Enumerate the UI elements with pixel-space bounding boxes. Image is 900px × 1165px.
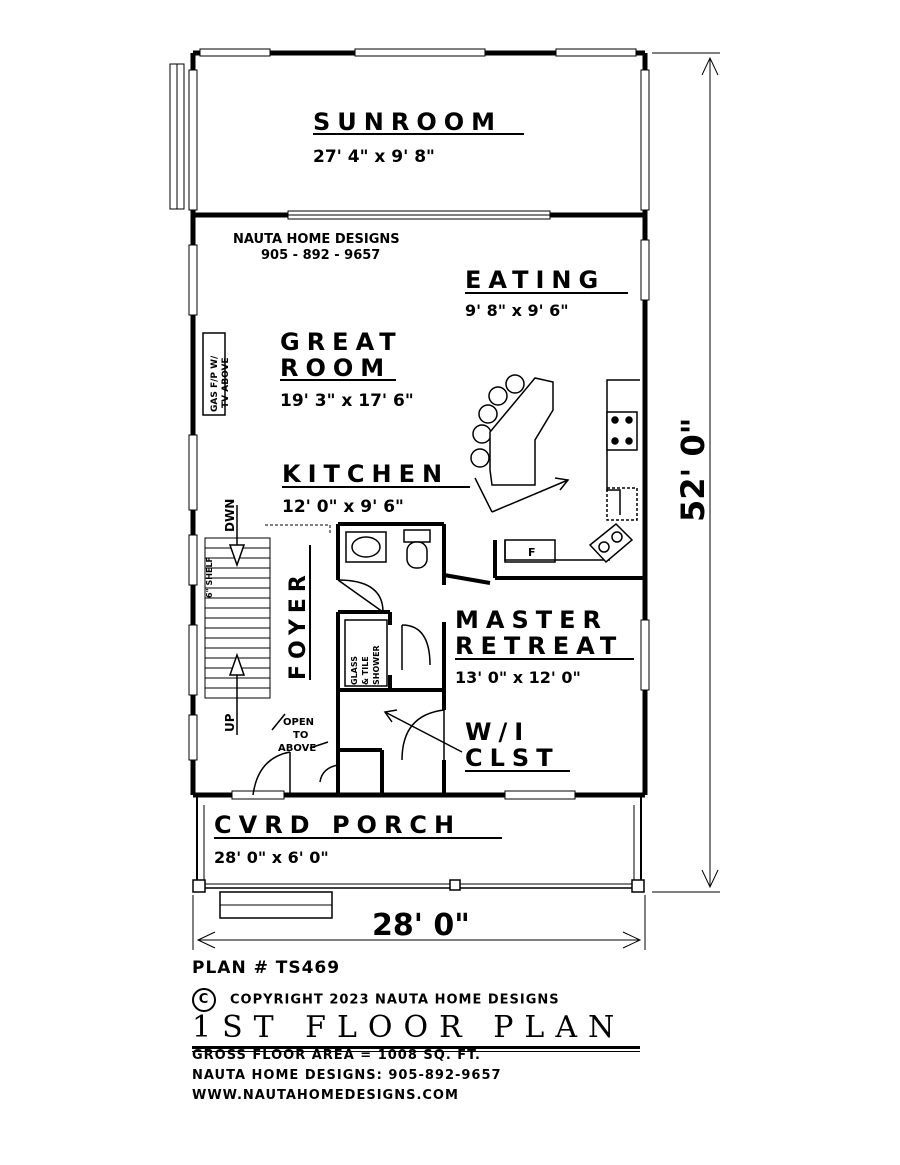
great-room-name-line1: GREAT	[280, 328, 403, 356]
porch-name: CVRD PORCH	[214, 811, 461, 839]
open-arrow	[271, 713, 286, 731]
company-website: WWW.NAUTAHOMEDESIGNS.COM	[192, 1088, 459, 1103]
floor-plan-title-underline	[192, 1046, 640, 1052]
kitchen-name: KITCHEN	[282, 460, 449, 488]
gross-floor-area: GROSS FLOOR AREA = 1008 SQ. FT.	[192, 1048, 481, 1063]
fireplace-label-line2: TV ABOVE	[221, 357, 231, 408]
master-retreat-name-line1: MASTER	[455, 606, 608, 634]
closet-arrowhead	[383, 709, 398, 723]
staircase	[204, 505, 331, 735]
open-arrow-2	[309, 741, 329, 749]
fridge-label: F	[528, 546, 536, 559]
shower-label-line1: GLASS	[350, 656, 359, 685]
copyright-text: COPYRIGHT 2023 NAUTA HOME DESIGNS	[230, 992, 560, 1008]
copyright-line: C COPYRIGHT 2023 NAUTA HOME DESIGNS	[192, 988, 560, 1012]
company-phone: NAUTA HOME DESIGNS: 905-892-9657	[192, 1068, 502, 1083]
great-room-name-line2: ROOM	[280, 354, 391, 382]
door-swings	[252, 579, 445, 796]
bathroom-fixtures	[344, 529, 431, 687]
eating-size: 9' 8" x 9' 6"	[465, 301, 569, 320]
closet-name-line2: CLST	[465, 744, 560, 772]
house-walls	[188, 215, 650, 800]
porch	[192, 795, 645, 919]
stairs-up-label: UP	[223, 713, 237, 732]
plan-number: PLAN # TS469	[192, 958, 341, 978]
great-room-size: 19' 3" x 17' 6"	[280, 391, 414, 411]
company-name-label: NAUTA HOME DESIGNS	[233, 232, 400, 247]
shower-label-line3: SHOWER	[372, 645, 381, 685]
dimension-lines	[192, 52, 720, 950]
foyer-name: FOYER	[286, 569, 311, 680]
sunroom-walls	[169, 48, 650, 220]
open-to-above-line2: TO	[293, 730, 308, 741]
fireplace-label-line1: GAS F/P W/	[210, 355, 220, 412]
stairs-down-label: DWN	[223, 499, 237, 532]
company-phone-label: 905 - 892 - 9657	[261, 248, 380, 263]
kitchen-island	[470, 374, 570, 513]
porch-size: 28' 0" x 6' 0"	[214, 848, 329, 867]
kitchen-size: 12' 0" x 9' 6"	[282, 497, 404, 517]
eating-name: EATING	[465, 266, 605, 294]
master-retreat-size: 13' 0" x 12' 0"	[455, 668, 581, 687]
open-to-above-line1: OPEN	[283, 717, 314, 728]
open-to-above-line3: ABOVE	[278, 743, 316, 754]
closet-name-line1: W/I	[465, 718, 530, 746]
fireplace	[202, 332, 226, 416]
overall-width: 28' 0"	[372, 908, 470, 943]
sunroom-size: 27' 4" x 9' 8"	[313, 147, 435, 167]
kitchen-counters	[504, 379, 640, 564]
shower-label-line2: & TILE	[361, 656, 370, 685]
interior-walls	[336, 522, 645, 795]
sunroom-name: SUNROOM	[313, 108, 502, 136]
shelf-label: 6" SHELF	[205, 557, 214, 598]
floor-plan-drawing: SUNROOM 27' 4" x 9' 8" NAUTA HOME DESIGN…	[169, 48, 720, 950]
copyright-icon: C	[192, 988, 216, 1012]
closet-arrow	[384, 711, 463, 753]
floor-plan-title: 1ST FLOOR PLAN	[192, 1010, 626, 1045]
overall-depth: 52' 0"	[674, 418, 712, 522]
master-retreat-name-line2: RETREAT	[455, 632, 623, 660]
